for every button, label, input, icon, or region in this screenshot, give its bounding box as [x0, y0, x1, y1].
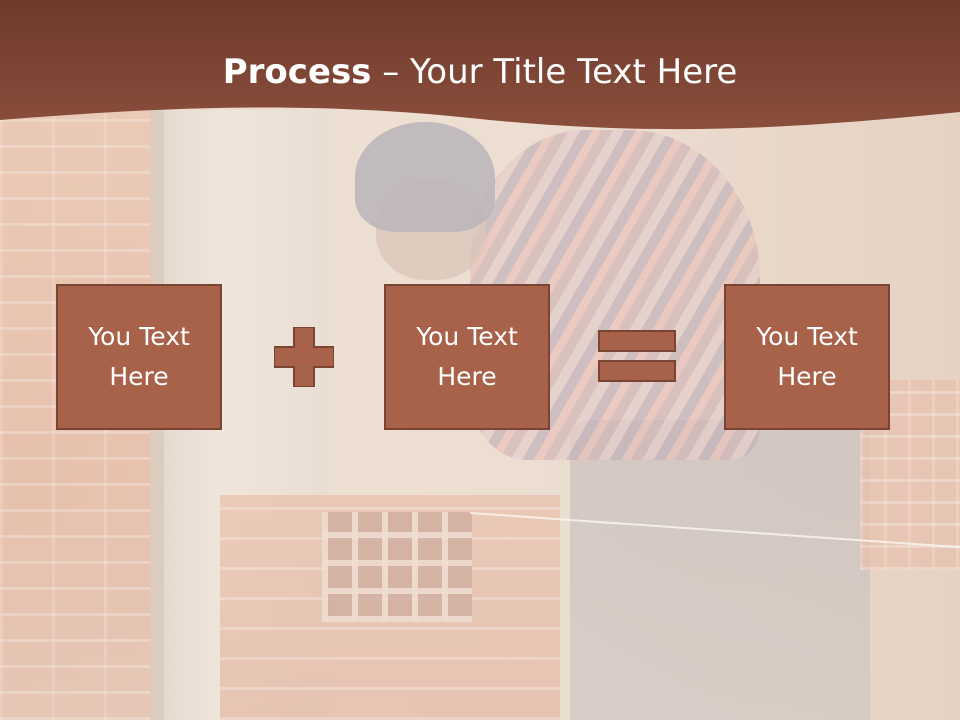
- equals-icon: [598, 330, 676, 382]
- process-box-3[interactable]: You Text Here: [724, 284, 890, 430]
- process-box-1[interactable]: You Text Here: [56, 284, 222, 430]
- process-box-2[interactable]: You Text Here: [384, 284, 550, 430]
- title-banner: Process – Your Title Text Here: [0, 0, 960, 140]
- title-bold: Process: [222, 52, 372, 92]
- plus-icon: [274, 327, 334, 387]
- title-banner-shape: [0, 0, 960, 130]
- slide-title: Process – Your Title Text Here: [0, 52, 960, 92]
- title-rest: – Your Title Text Here: [371, 52, 738, 92]
